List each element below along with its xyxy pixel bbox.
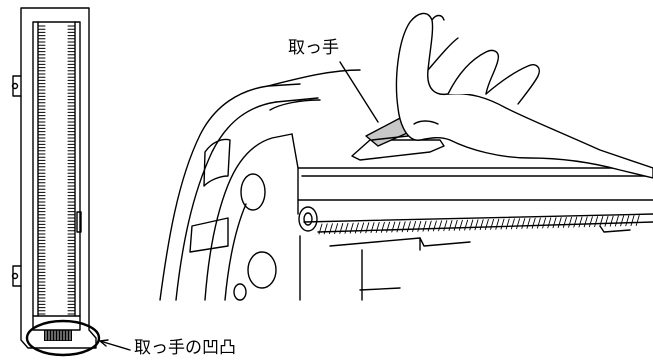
side-view-part	[11, 7, 97, 349]
handle-recess-label: 取っ手の凹凸	[134, 338, 236, 358]
hand	[395, 12, 653, 179]
highlight-ellipse	[25, 319, 101, 357]
leader-line-top	[339, 61, 379, 123]
leader-arrow-bottom	[99, 339, 109, 347]
left-teeth-ladder	[37, 25, 46, 315]
handle-label: 取っ手	[288, 38, 339, 58]
right-teeth-ladder	[67, 25, 76, 315]
leader-line-bottom	[99, 340, 131, 351]
rail-teeth	[318, 215, 640, 235]
grip-ridge-lines	[45, 330, 71, 341]
